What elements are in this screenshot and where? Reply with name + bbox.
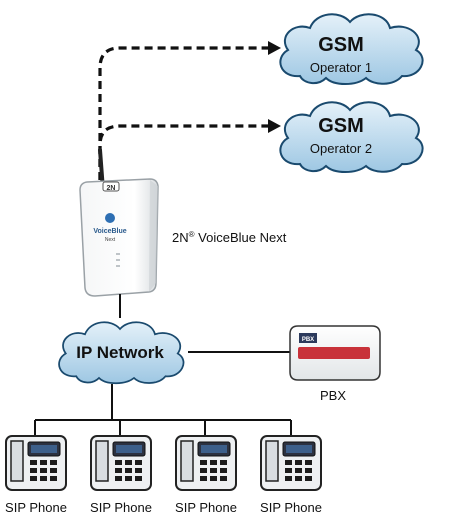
voiceblue-next-gateway: 2N VoiceBlue Next 2N® VoiceBlue Next [79,178,287,297]
device-label: 2N® VoiceBlue Next [172,230,287,245]
gsm-cloud-operator-2: GSM Operator 2 [279,101,424,174]
sip-phone-3: SIP Phone [175,435,237,515]
gsm-cloud-title: GSM [318,34,364,56]
device-face-line2: Next [105,237,116,243]
device-badge [102,181,120,192]
sip-phone-1: SIP Phone [5,435,67,515]
sip-phone-4: SIP Phone [260,435,322,515]
sip-phone-label: SIP Phone [5,500,67,515]
ip-network-label: IP Network [76,343,164,362]
status-leds [116,253,120,267]
device-face-line1: VoiceBlue [93,228,126,235]
voiceblue-logo-icon [105,213,115,223]
pbx-unit: PBX PBX [289,325,381,403]
gsm-cloud-subtitle: Operator 1 [310,60,372,75]
sip-phone-2: SIP Phone [90,435,152,515]
gsm-cloud-subtitle: Operator 2 [310,141,372,156]
arrowhead-icon [268,41,281,55]
wireless-link-operator-1 [98,41,281,180]
ip-network-cloud: IP Network [58,321,185,385]
gsm-cloud-title: GSM [318,115,364,137]
gsm-cloud-operator-1: GSM Operator 1 [279,13,424,86]
cloud-icon [279,101,424,174]
desk-phone-icon [5,435,67,491]
arrowhead-icon [268,119,281,133]
pbx-badge [299,333,317,343]
pbx-badge-text: PBX [302,337,314,343]
desk-phone-icon [260,435,322,491]
wireless-link-operator-2 [98,119,281,180]
phone-bus [34,384,292,436]
pbx-label: PBX [320,388,346,403]
desk-phone-icon [90,435,152,491]
device-badge-text: 2N [107,185,116,192]
sip-phone-label: SIP Phone [90,500,152,515]
pbx-stripe [298,347,370,359]
sip-phone-label: SIP Phone [175,500,237,515]
sip-phone-label: SIP Phone [260,500,322,515]
desk-phone-icon [175,435,237,491]
